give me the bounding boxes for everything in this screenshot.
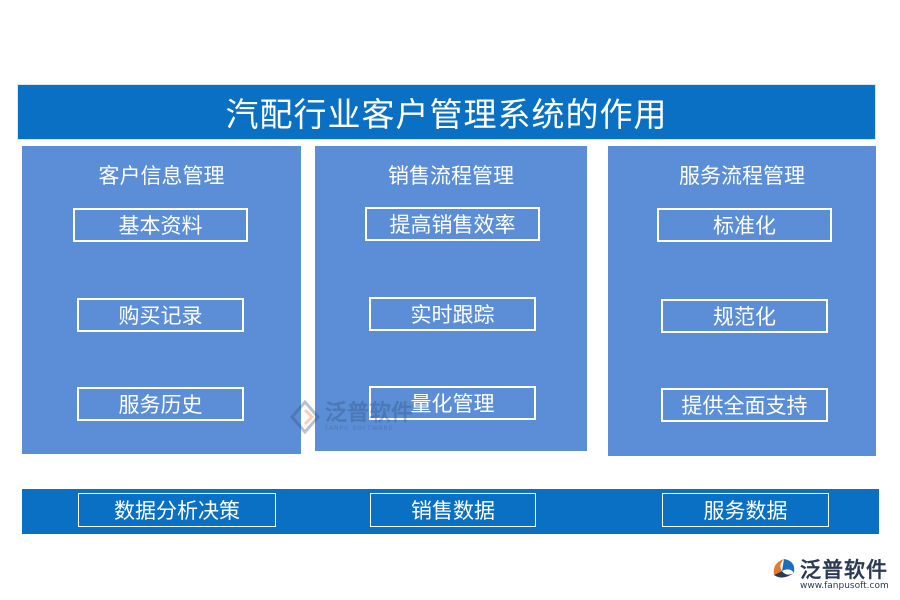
item-box: 购买记录 [77,298,244,332]
item-box: 提供全面支持 [661,388,828,422]
item-box: 实时跟踪 [369,297,536,331]
watermark-sub: FANPU SOFTWARE [325,424,394,432]
panel-customer-info: 客户信息管理 基本资料 购买记录 服务历史 [22,146,301,454]
panel-heading: 客户信息管理 [98,164,225,188]
brand-name: 泛普软件 [800,558,888,582]
panel-service-process: 服务流程管理 标准化 规范化 提供全面支持 [608,146,876,456]
item-box: 量化管理 [369,386,536,420]
item-box: 规范化 [661,299,828,333]
panel-heading: 销售流程管理 [388,164,514,188]
data-box: 数据分析决策 [78,493,276,527]
fanpu-watermark-icon [290,400,320,434]
panel-heading: 服务流程管理 [679,164,805,188]
data-bar: 数据分析决策 销售数据 服务数据 [22,489,879,534]
item-box: 标准化 [657,208,832,242]
item-box: 服务历史 [77,387,244,421]
brand-logo: 泛普软件 www.fanpusoft.com [770,553,892,595]
data-box: 销售数据 [370,493,536,527]
data-box: 服务数据 [662,493,829,527]
item-box: 提高销售效率 [365,207,540,241]
diagram-title: 汽配行业客户管理系统的作用 [17,84,876,140]
watermark: 泛普软件 FANPU SOFTWARE [288,400,413,434]
watermark-name: 泛普软件 [325,400,414,426]
brand-url: www.fanpusoft.com [800,581,889,591]
panel-sales-process: 销售流程管理 提高销售效率 实时跟踪 量化管理 [315,146,587,451]
fanpu-logo-icon [773,559,795,578]
item-box: 基本资料 [73,208,248,242]
